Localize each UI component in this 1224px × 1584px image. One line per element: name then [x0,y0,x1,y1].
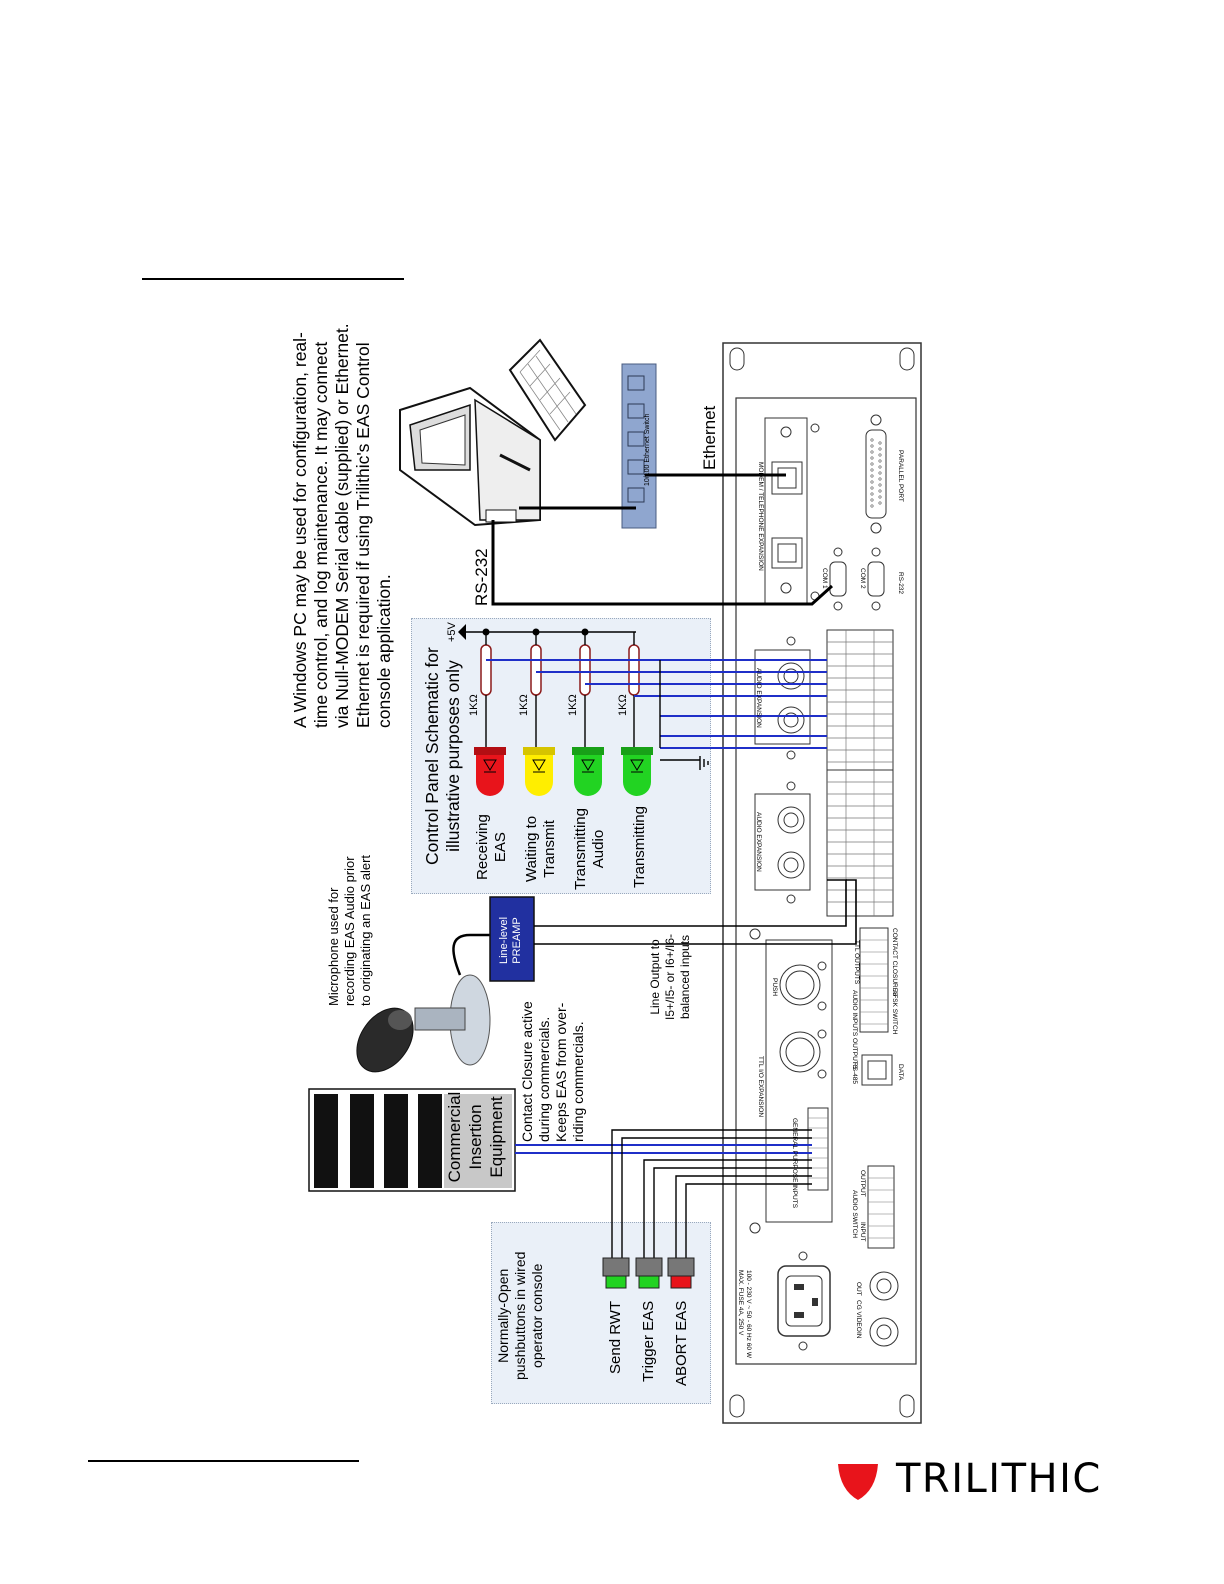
bottom-rule [88,1460,359,1462]
resistor-label-1: 1KΩ [468,694,480,716]
device-label-out: OUT [855,1282,862,1296]
device-label-push: PUSH [771,978,778,997]
button-send-rwt [602,1257,630,1289]
terminal-block-upper [826,629,894,771]
line-output-caption: Line Output to I5+/I5- or I6+/I6- balanc… [648,933,692,1020]
resistor-label-4: 1KΩ [617,694,629,716]
led-label-transmitting: Transmitting [631,806,648,888]
top-rule [142,278,404,280]
cg-video-out [869,1271,899,1301]
device-label-data: DATA [897,1064,904,1081]
button-label-send-rwt: Send RWT [607,1300,624,1374]
resistor-label-3: 1KΩ [567,694,579,716]
control-panel-box [411,618,711,894]
rack-slot-br [899,1394,915,1418]
device-label-com1: COM 1 [821,568,828,589]
switch-label: 10/100 Ethernet Switch [644,413,651,486]
device-label-ttl-outputs: TTL OUTPUTS [853,940,860,985]
modem-rj11-phone [771,537,803,569]
resistor-4 [628,644,640,696]
device-label-power: 100 - 230 V ~ 50 - 60 Hz 60 W MAX. FUSE … [737,1270,752,1358]
intro-text: A Windows PC may be used for configurati… [290,323,394,728]
resistor-2 [530,644,542,696]
com1-port [829,561,847,597]
device-label-in: IN [855,1332,862,1339]
device-label-audio-io: AUDIO INPUTS OUTPUTS [851,990,858,1070]
parallel-port [865,429,887,519]
device-label-cg-video: CG VIDEO [855,1300,862,1332]
led-label-transmitting-audio: Transmitting Audio [572,808,607,890]
device-label-audio-exp-a: AUDIO EXPANSION [755,668,762,728]
modem-expansion-card [764,417,808,605]
pushbutton-box [491,1222,711,1404]
microphone-caption: Microphone used for recording EAS Audio … [326,854,373,1006]
rack-slot-tr [899,347,915,371]
button-label-abort-eas: ABORT EAS [673,1300,690,1386]
button-abort-eas [667,1257,695,1289]
led-label-receiving: Receiving EAS [474,814,509,880]
supply-label: +5V [446,622,458,642]
trilithic-logo-icon [838,1464,878,1500]
device-label-afsk: AFSK SWITCH [891,990,898,1035]
rs485-port [861,1054,893,1086]
button-label-trigger-eas: Trigger EAS [640,1300,657,1382]
contact-closure-caption: Contact Closure active during commercial… [519,1001,586,1142]
led-label-waiting: Waiting to Transmit [523,815,558,882]
modem-rj45-ethernet [771,461,803,495]
audio-bnc-a2 [777,706,805,734]
ethernet-label: Ethernet [700,405,719,470]
device-label-contact-closures: CONTACT CLOSURES [891,928,898,997]
resistor-label-2: 1KΩ [518,694,530,716]
rs232-label: RS-232 [472,548,491,606]
control-panel-title: Control Panel Schematic for illustrative… [422,647,463,865]
audio-bnc-b1 [777,806,805,834]
power-inlet [777,1265,831,1337]
led-transmitting [621,747,653,796]
terminal-block-lower [826,769,894,917]
device-label-audio-exp-b: AUDIO EXPANSION [755,812,762,872]
preamp-label: Line-level PREAMP [498,916,523,964]
led-receiving-eas [474,747,506,796]
device-label-input: INPUT [859,1222,866,1242]
pc-keyboard [508,338,587,442]
cg-video-in [869,1317,899,1347]
com2-port [867,561,885,597]
device-label-ttl-io: TTL I/O EXPANSION [757,1056,764,1118]
device-label-audio-switch: AUDIO SWITCH [851,1190,858,1239]
resistor-1 [480,644,492,696]
device-label-modem: MODEM / TELEPHONE EXPANSION [757,462,764,571]
audio-bnc-a1 [777,662,805,690]
device-label-parallel: PARALLEL PORT [897,450,904,502]
commercial-insertion-equipment [308,1088,516,1192]
resistor-3 [579,644,591,696]
pc-computer [399,386,541,527]
trilithic-logo-text: TRILITHIC [896,1456,1102,1502]
pushbutton-caption: Normally-Open pushbuttons in wired opera… [495,1251,545,1380]
line-level-preamp [489,896,535,982]
rack-slot-tl [729,347,745,371]
audio-expansion-b [754,793,811,891]
gp-inputs-terminal [807,1107,829,1191]
audio-switch-terminal [867,1165,895,1249]
led-transmitting-audio [572,747,604,796]
audio-bnc-b2 [777,851,805,879]
device-label-rs232-port: RS-232 [897,572,904,595]
microphone [356,974,491,1073]
rack-slot-bl [729,1394,745,1418]
device-label-com2: COM 2 [859,568,866,589]
device-label-gp-inputs: GENERAL PURPOSE INPUTS [791,1118,798,1209]
commercial-label: Commercial Insertion Equipment [445,1091,506,1183]
device-label-output: OUTPUT [859,1170,866,1197]
led-waiting-transmit [523,747,555,796]
ttl-output-terminal [859,927,889,1033]
button-trigger-eas [635,1257,663,1289]
